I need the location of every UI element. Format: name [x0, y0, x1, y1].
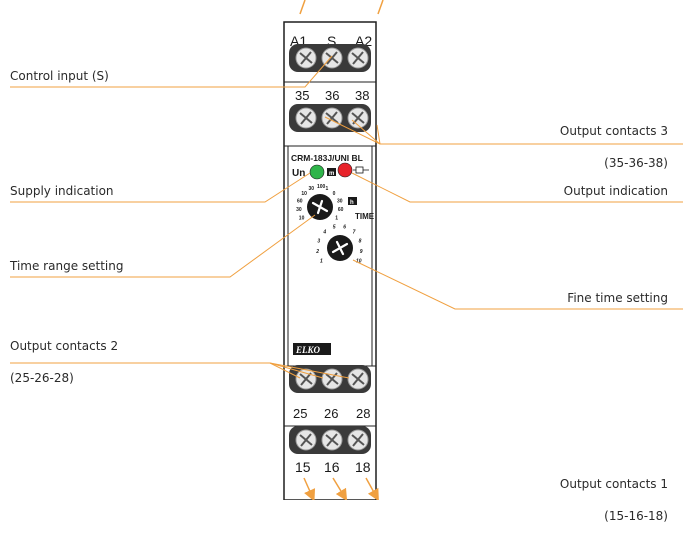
terminal-label-35: 35 [295, 88, 309, 103]
terminal-label-26: 26 [324, 406, 338, 421]
callout-output-contacts-3-line2: (35-36-38) [604, 156, 668, 170]
range-scale-tick-label: 30 [309, 186, 315, 192]
range-scale-tick-label: 10 [301, 191, 307, 197]
screw-slot [326, 433, 338, 447]
fine-scale-tick-label: 9 [360, 249, 363, 255]
fine-scale-tick-label: 10 [356, 259, 362, 265]
range-scale-tick-label: 60 [297, 199, 303, 205]
leader-output-contacts-3-b [351, 119, 683, 145]
terminal-labels-35-36-38: 35 36 38 [295, 88, 369, 103]
range-scale-tick-label: 100 [317, 184, 326, 190]
elko-logo: ELKO [293, 343, 331, 355]
range-scale-tick-label: 1 [326, 186, 329, 192]
range-unit-h-box [348, 197, 357, 205]
terminal-row-25-26-28 [289, 365, 371, 393]
fine-scale-tick-label: 2 [315, 249, 319, 255]
relay-diagram: Control input (S) Output contacts 3 (35-… [10, 0, 683, 523]
leader-supply-indication [10, 172, 311, 203]
terminal-labels-25-26-28: 25 26 28 [293, 406, 370, 421]
callout-output-contacts-1-line2: (15-16-18) [604, 509, 668, 523]
fine-time-knob-slot [331, 240, 349, 256]
callout-output-contacts-2: Output contacts 2 (25-26-28) [10, 322, 118, 402]
terminal-label-16: 16 [324, 459, 340, 475]
terminal-label-18: 18 [355, 459, 371, 475]
screw-slot [352, 433, 364, 447]
range-scale-tick-label: 10 [299, 216, 305, 222]
range-scale-tick-label: 30 [337, 199, 343, 205]
fine-scale-tick-label: 7 [353, 230, 356, 236]
fine-scale-tick-label: 3 [317, 238, 320, 244]
screw-slot [352, 51, 364, 65]
terminal-label-25: 25 [293, 406, 307, 421]
leader-output-contacts-3-c [376, 124, 683, 145]
fine-scale-tick-label: 5 [333, 225, 336, 231]
terminal-label-28: 28 [356, 406, 370, 421]
terminal-label-s: S [327, 33, 336, 49]
terminal-row-35-36-38 [289, 104, 371, 132]
callout-output-indication: Output indication [563, 184, 668, 198]
terminal-row-15-16-18 [289, 426, 371, 454]
led-supply [309, 164, 325, 180]
range-unit-h: h [350, 200, 354, 206]
fine-scale-tick-label: 4 [322, 230, 326, 236]
led-output [337, 162, 353, 178]
leader-fine-time [352, 259, 683, 310]
led-supply-label: Un [292, 168, 305, 179]
terminal-label-15: 15 [295, 459, 311, 475]
range-scale-tick-label: 1 [335, 216, 338, 222]
terminal-label-36: 36 [325, 88, 339, 103]
top-wires [299, 0, 384, 15]
leader-output-indication [351, 172, 683, 203]
leader-output-contacts-2-c [10, 362, 350, 379]
range-scale-tick-label: 30 [296, 207, 302, 213]
leader-control-input [10, 55, 333, 88]
fine-scale-tick-label: 6 [343, 225, 346, 231]
callout-output-contacts-1-line1: Output contacts 1 [559, 477, 668, 491]
led-row: Un m [292, 162, 369, 180]
callout-output-contacts-2-line1: Output contacts 2 [10, 339, 119, 353]
range-unit-m: m [329, 171, 334, 177]
callout-control-input: Control input (S) [10, 69, 109, 83]
callout-output-contacts-3-line1: Output contacts 3 [559, 124, 668, 138]
diagram-graphics: A1 S A2 35 36 38 25 26 28 15 16 18 CRM-1… [10, 0, 683, 500]
time-label: TIME [355, 212, 375, 221]
leader-output-contacts-2-b [10, 362, 324, 379]
callout-supply-indication: Supply indication [10, 184, 114, 198]
leader-time-range [10, 214, 316, 278]
callout-fine-time-setting: Fine time setting [567, 291, 668, 305]
callout-time-range-setting: Time range setting [10, 259, 124, 273]
brand-label: ELKO [295, 345, 321, 355]
model-label: CRM-183J/UNI BL [291, 153, 363, 163]
leader-output-contacts-3-a [324, 116, 683, 145]
terminal-label-38: 38 [355, 88, 369, 103]
screw-slot [326, 51, 338, 65]
screw-slot [300, 372, 312, 386]
screw-slot [300, 111, 312, 125]
callout-lines [10, 55, 683, 379]
screw-slot [300, 433, 312, 447]
terminal-blocks [289, 44, 371, 454]
callout-output-contacts-2-line2: (25-26-28) [10, 371, 74, 385]
leader-output-contacts-2-a [10, 362, 301, 379]
terminal-labels-15-16-18: 15 16 18 [295, 459, 371, 475]
range-scale-tick-label: 0 [333, 191, 336, 197]
bottom-wires [303, 477, 379, 500]
fine-scale-tick-label: 8 [359, 238, 362, 244]
range-scale-tick-label: 60 [338, 207, 344, 213]
range-unit-m-box [327, 168, 336, 176]
fine-scale-tick-label: 1 [320, 259, 323, 265]
screw-slot [352, 372, 364, 386]
relay-icon [353, 166, 369, 174]
time-range-knob-slot [311, 199, 329, 215]
relay-body [283, 21, 377, 500]
callout-output-contacts-3: Output contacts 3 (35-36-38) [560, 107, 668, 187]
screw-slot [326, 111, 338, 125]
screw-slot [300, 51, 312, 65]
